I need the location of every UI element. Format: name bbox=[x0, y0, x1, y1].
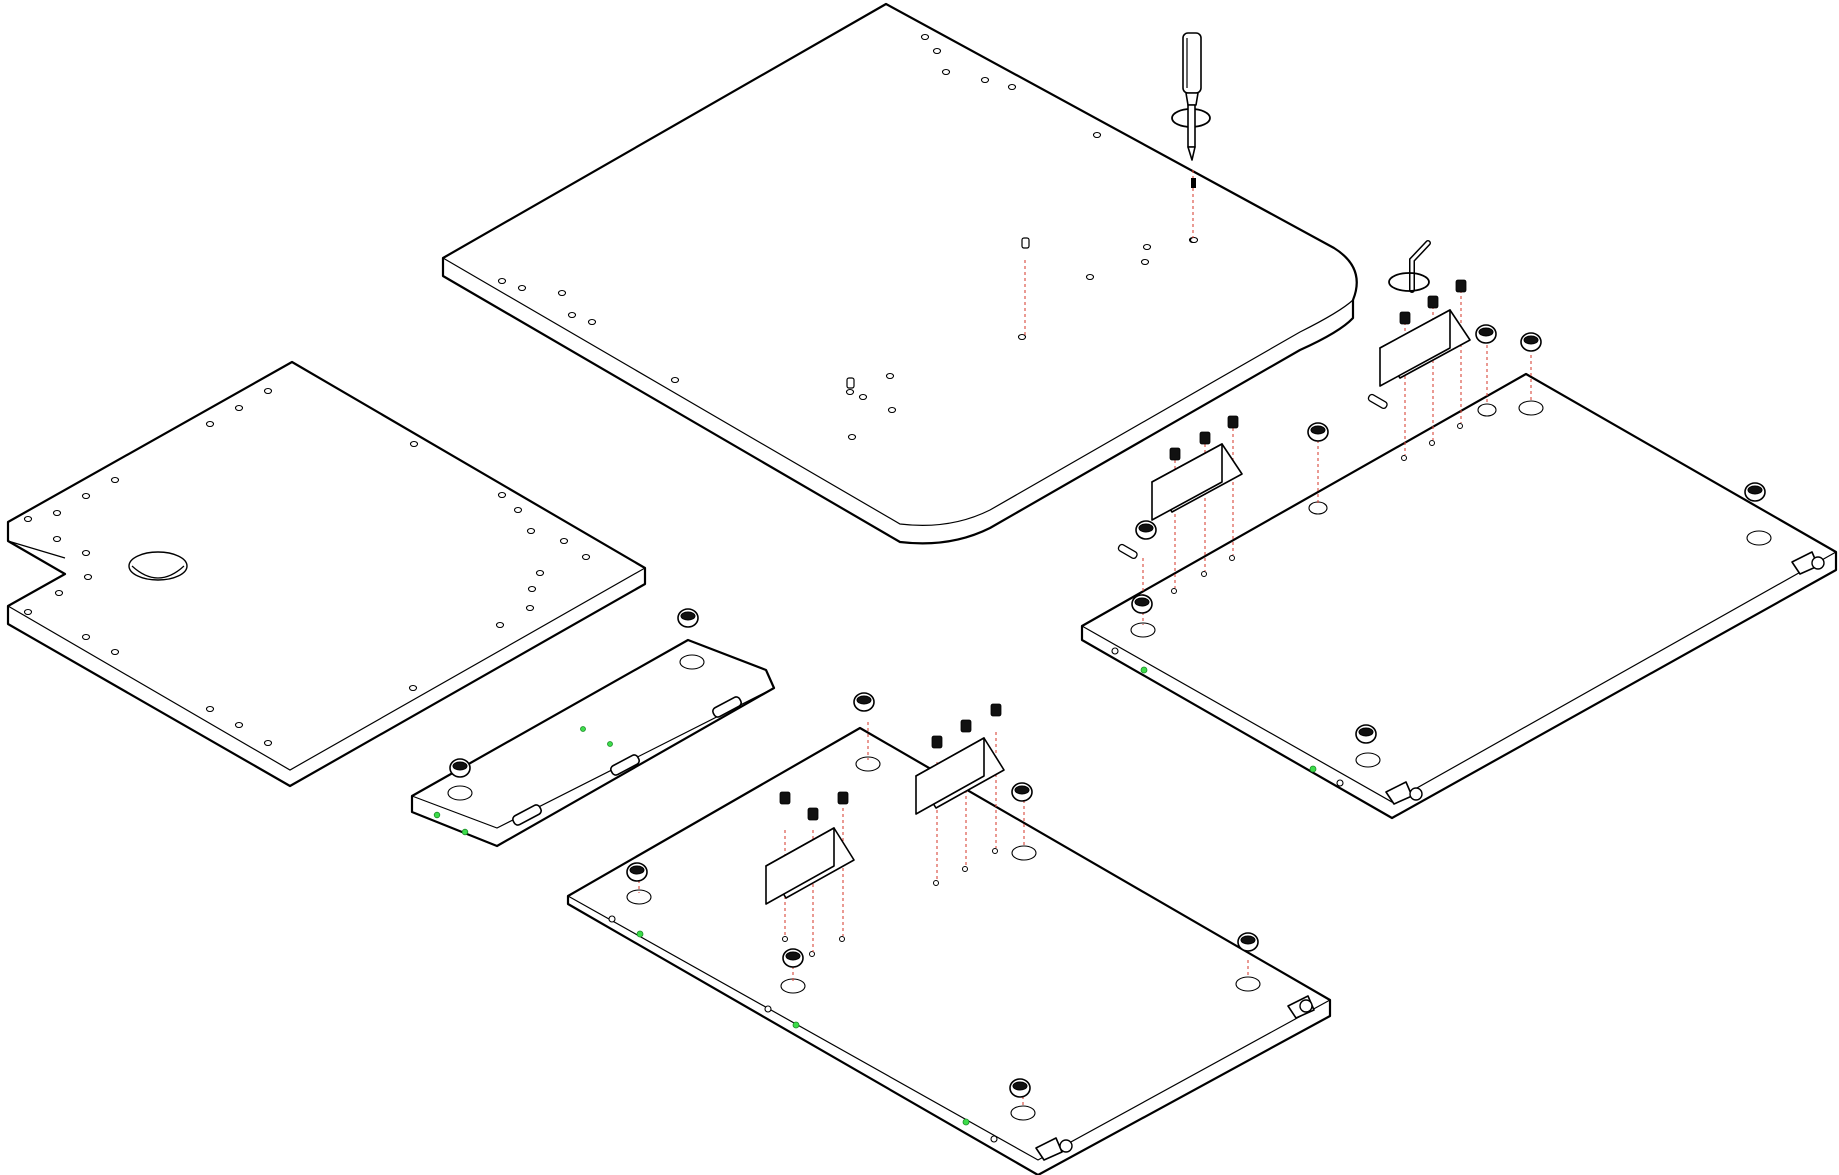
allen-key-icon bbox=[1388, 240, 1431, 293]
angle-bracket bbox=[765, 827, 855, 905]
side-panel-cutout bbox=[6, 360, 647, 788]
angle-bracket bbox=[1379, 309, 1471, 387]
cam-lock-icon bbox=[449, 324, 1766, 1098]
crossbar bbox=[410, 638, 776, 848]
corner-plate-icon bbox=[1035, 551, 1825, 1161]
desktop-panel bbox=[441, 2, 1358, 545]
angle-bracket bbox=[915, 737, 1005, 815]
lower-panel-left bbox=[566, 722, 1332, 1175]
screwdriver-icon bbox=[1171, 32, 1211, 188]
screw-icon bbox=[779, 279, 1467, 821]
angle-bracket bbox=[1151, 443, 1243, 521]
